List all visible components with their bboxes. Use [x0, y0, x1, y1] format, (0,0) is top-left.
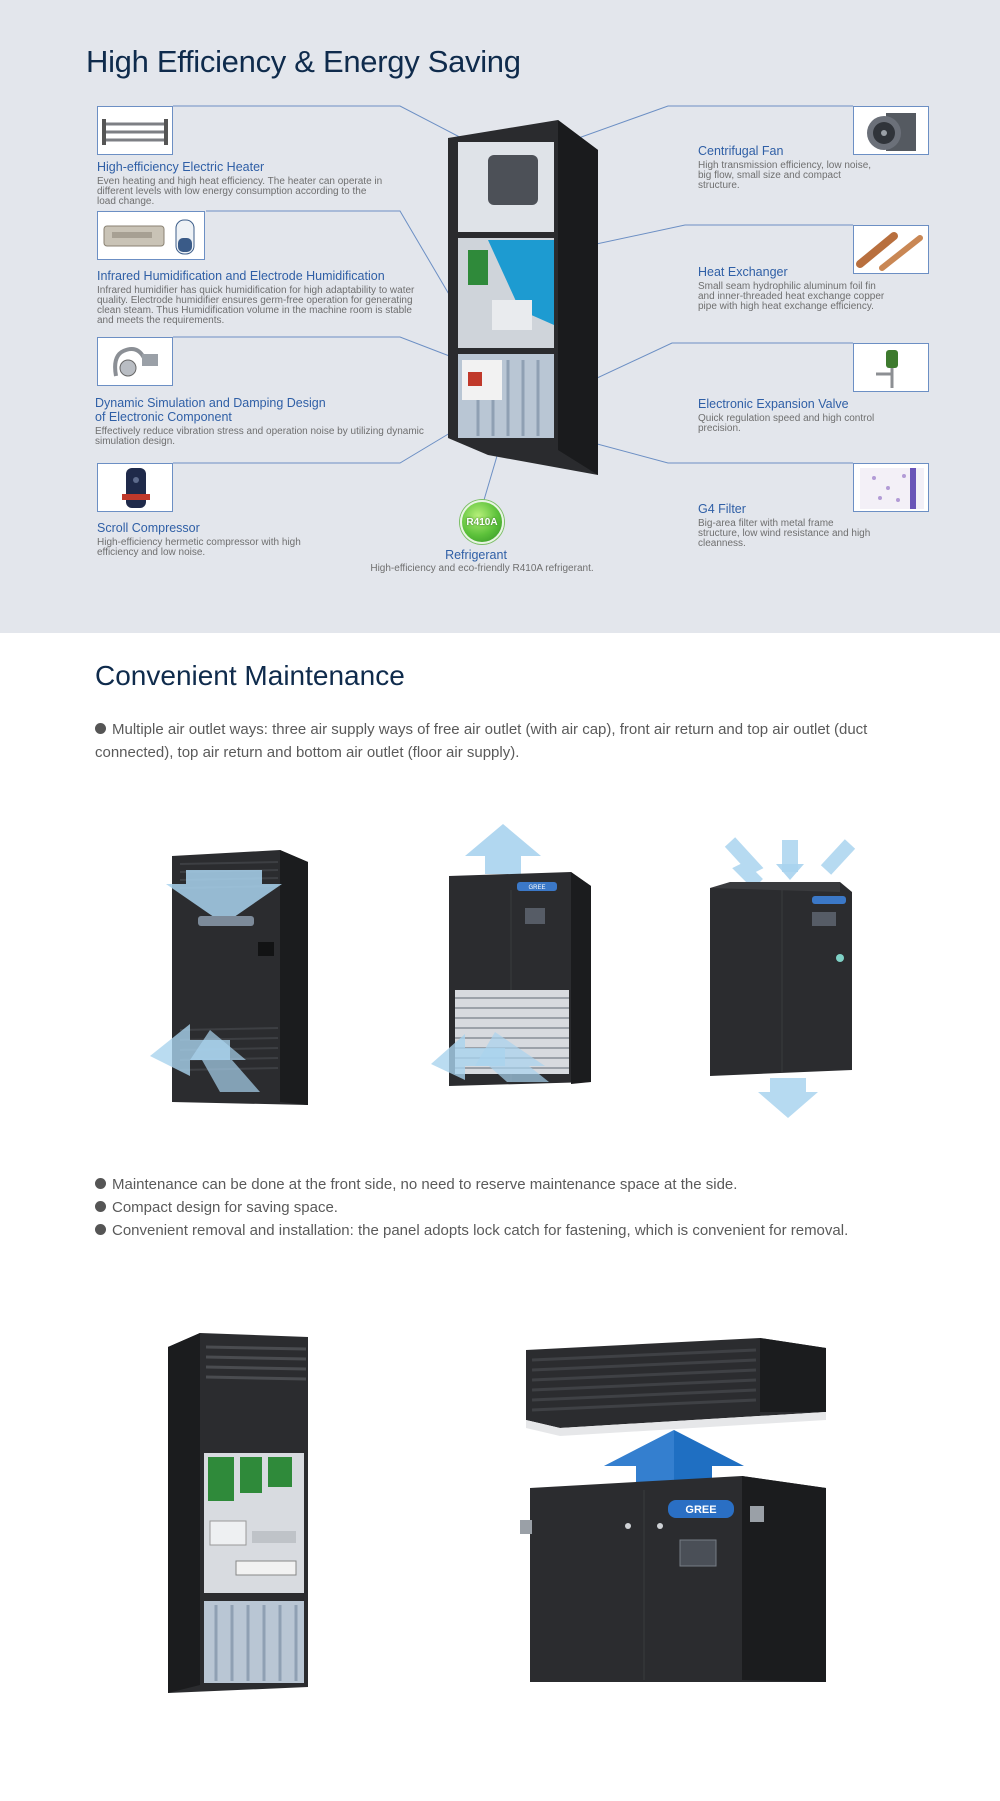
- feature-description: High-efficiency hermetic compressor with…: [97, 537, 301, 558]
- electronic-component-thumbnail: [97, 337, 173, 386]
- humidifier-thumbnail: [97, 211, 205, 260]
- feature-description: Quick regulation speed and high control …: [698, 413, 875, 434]
- feature-g4-filter: G4 Filter Big-area filter with metal fra…: [698, 502, 898, 549]
- bullet-text: Maintenance can be done at the front sid…: [112, 1176, 738, 1193]
- unit-top-air-outlet: GREE: [431, 824, 591, 1086]
- refrigerant-description: High-efficiency and eco-friendly R410A r…: [370, 563, 594, 574]
- expansion-valve-thumbnail: [853, 343, 929, 392]
- efficiency-section: High Efficiency & Energy Saving: [0, 0, 1000, 633]
- unit-bottom-floor-supply: [710, 837, 856, 1118]
- r410a-badge: R410A: [460, 500, 504, 544]
- feature-description: High transmission efficiency, low noise,…: [698, 160, 872, 191]
- bullet-dot-icon: [95, 1201, 106, 1212]
- bullet-dot-icon: [95, 1178, 106, 1189]
- r410a-badge-label: R410A: [466, 516, 498, 528]
- efficiency-title: High Efficiency & Energy Saving: [86, 44, 521, 79]
- air-outlet-bullet: Multiple air outlet ways: three air supp…: [95, 718, 925, 764]
- scroll-compressor-thumbnail: [97, 463, 173, 512]
- feature-electric-heater: High-efficiency Electric Heater Even hea…: [97, 160, 427, 207]
- feature-title-line2: of Electronic Component: [95, 410, 232, 424]
- unit-open-front-panel: [168, 1333, 308, 1693]
- feature-scroll-compressor: Scroll Compressor High-efficiency hermet…: [97, 521, 427, 558]
- feature-description: Infrared humidifier has quick humidifica…: [97, 285, 415, 326]
- feature-description: Small seam hydrophilic aluminum foil fin…: [698, 281, 885, 312]
- feature-title: Scroll Compressor: [97, 521, 200, 535]
- feature-heat-exchanger: Heat Exchanger Small seam hydrophilic al…: [698, 265, 898, 312]
- refrigerant-title: Refrigerant: [445, 548, 507, 562]
- bullet-dot-icon: [95, 723, 106, 734]
- feature-humidification: Infrared Humidification and Electrode Hu…: [97, 269, 427, 326]
- maintenance-title: Convenient Maintenance: [95, 660, 405, 691]
- gree-logo-text: GREE: [528, 885, 545, 891]
- unit-with-top-plenum: GREE: [520, 1338, 826, 1682]
- bullet-text: Compact design for saving space.: [112, 1199, 338, 1216]
- bullet-item: Compact design for saving space.: [95, 1196, 925, 1219]
- bullet-item: Convenient removal and installation: the…: [95, 1219, 925, 1242]
- feature-title: Dynamic Simulation and Damping Design: [95, 396, 326, 410]
- feature-expansion-valve: Electronic Expansion Valve Quick regulat…: [698, 397, 898, 434]
- bullet-text: Multiple air outlet ways: three air supp…: [95, 721, 868, 761]
- bullet-item: Maintenance can be done at the front sid…: [95, 1173, 925, 1196]
- gree-logo-text: GREE: [685, 1504, 716, 1516]
- heat-exchanger-thumbnail: [853, 225, 929, 274]
- maintenance-bullets: Maintenance can be done at the front sid…: [95, 1173, 925, 1242]
- centrifugal-fan-thumbnail: [853, 106, 929, 155]
- feature-title: Electronic Expansion Valve: [698, 397, 849, 411]
- bullet-text: Convenient removal and installation: the…: [112, 1222, 849, 1239]
- feature-title: Heat Exchanger: [698, 265, 788, 279]
- feature-description: Big-area filter with metal frame structu…: [698, 518, 871, 549]
- feature-title: G4 Filter: [698, 502, 746, 516]
- feature-centrifugal-fan: Centrifugal Fan High transmission effici…: [698, 144, 898, 191]
- feature-title: High-efficiency Electric Heater: [97, 160, 265, 174]
- g4-filter-thumbnail: [853, 463, 929, 512]
- feature-title: Centrifugal Fan: [698, 144, 784, 158]
- feature-description: Effectively reduce vibration stress and …: [95, 426, 424, 447]
- unit-cutaway-illustration: [448, 120, 598, 475]
- bullet-dot-icon: [95, 1224, 106, 1235]
- electric-heater-thumbnail: [97, 106, 173, 155]
- unit-front-return-top-outlet: [150, 850, 308, 1105]
- feature-description: Even heating and high heat efficiency. T…: [97, 176, 383, 207]
- feature-title: Infrared Humidification and Electrode Hu…: [97, 269, 385, 283]
- feature-damping-design: Dynamic Simulation and Damping Design of…: [95, 396, 425, 447]
